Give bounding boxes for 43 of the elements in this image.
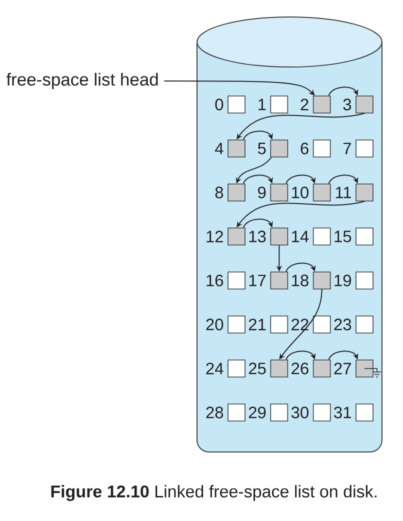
block-number: 19	[334, 274, 352, 286]
block-number: 9	[258, 186, 266, 198]
arrow	[328, 174, 358, 184]
block-number: 25	[248, 362, 266, 374]
block-number: 13	[249, 230, 266, 242]
block-number: 28	[206, 406, 224, 418]
block-number: 8	[215, 186, 224, 198]
block-number: 27	[334, 362, 351, 374]
arrow	[286, 350, 316, 360]
pointer-label: free-space list head	[6, 72, 158, 90]
arrow	[242, 174, 273, 184]
block-number: 23	[334, 318, 352, 330]
block-number: 12	[206, 230, 223, 242]
block-number: 7	[343, 142, 351, 154]
arrow	[242, 130, 273, 140]
block-number: 29	[248, 406, 266, 418]
block-number: 21	[248, 318, 266, 330]
block-number: 14	[292, 230, 309, 242]
block-number: 5	[258, 142, 266, 154]
block-number: 20	[206, 318, 224, 330]
block-number: 31	[334, 406, 351, 418]
block-number: 4	[215, 142, 224, 154]
block-number: 16	[206, 274, 224, 286]
block-number: 2	[300, 98, 308, 110]
arrow	[328, 350, 358, 360]
block-number: 26	[292, 362, 308, 374]
arrow	[328, 86, 358, 96]
figure-caption: Figure 12.10 Linked free-space list on disk.	[51, 485, 376, 501]
block-number: 22	[292, 318, 308, 330]
block-number: 30	[291, 406, 308, 418]
arrow	[242, 218, 273, 228]
block-number: 18	[292, 274, 308, 286]
block-number: 0	[215, 98, 224, 110]
block-number: 3	[343, 98, 352, 110]
arrow	[286, 262, 316, 272]
block-number: 15	[334, 230, 352, 242]
block-number: 17	[249, 274, 266, 286]
block-number: 1	[258, 98, 266, 110]
block-number: 11	[336, 186, 351, 198]
block-number: 24	[206, 362, 224, 374]
block-number: 6	[300, 142, 308, 154]
block-number: 10	[292, 186, 308, 198]
arrow	[286, 174, 316, 184]
